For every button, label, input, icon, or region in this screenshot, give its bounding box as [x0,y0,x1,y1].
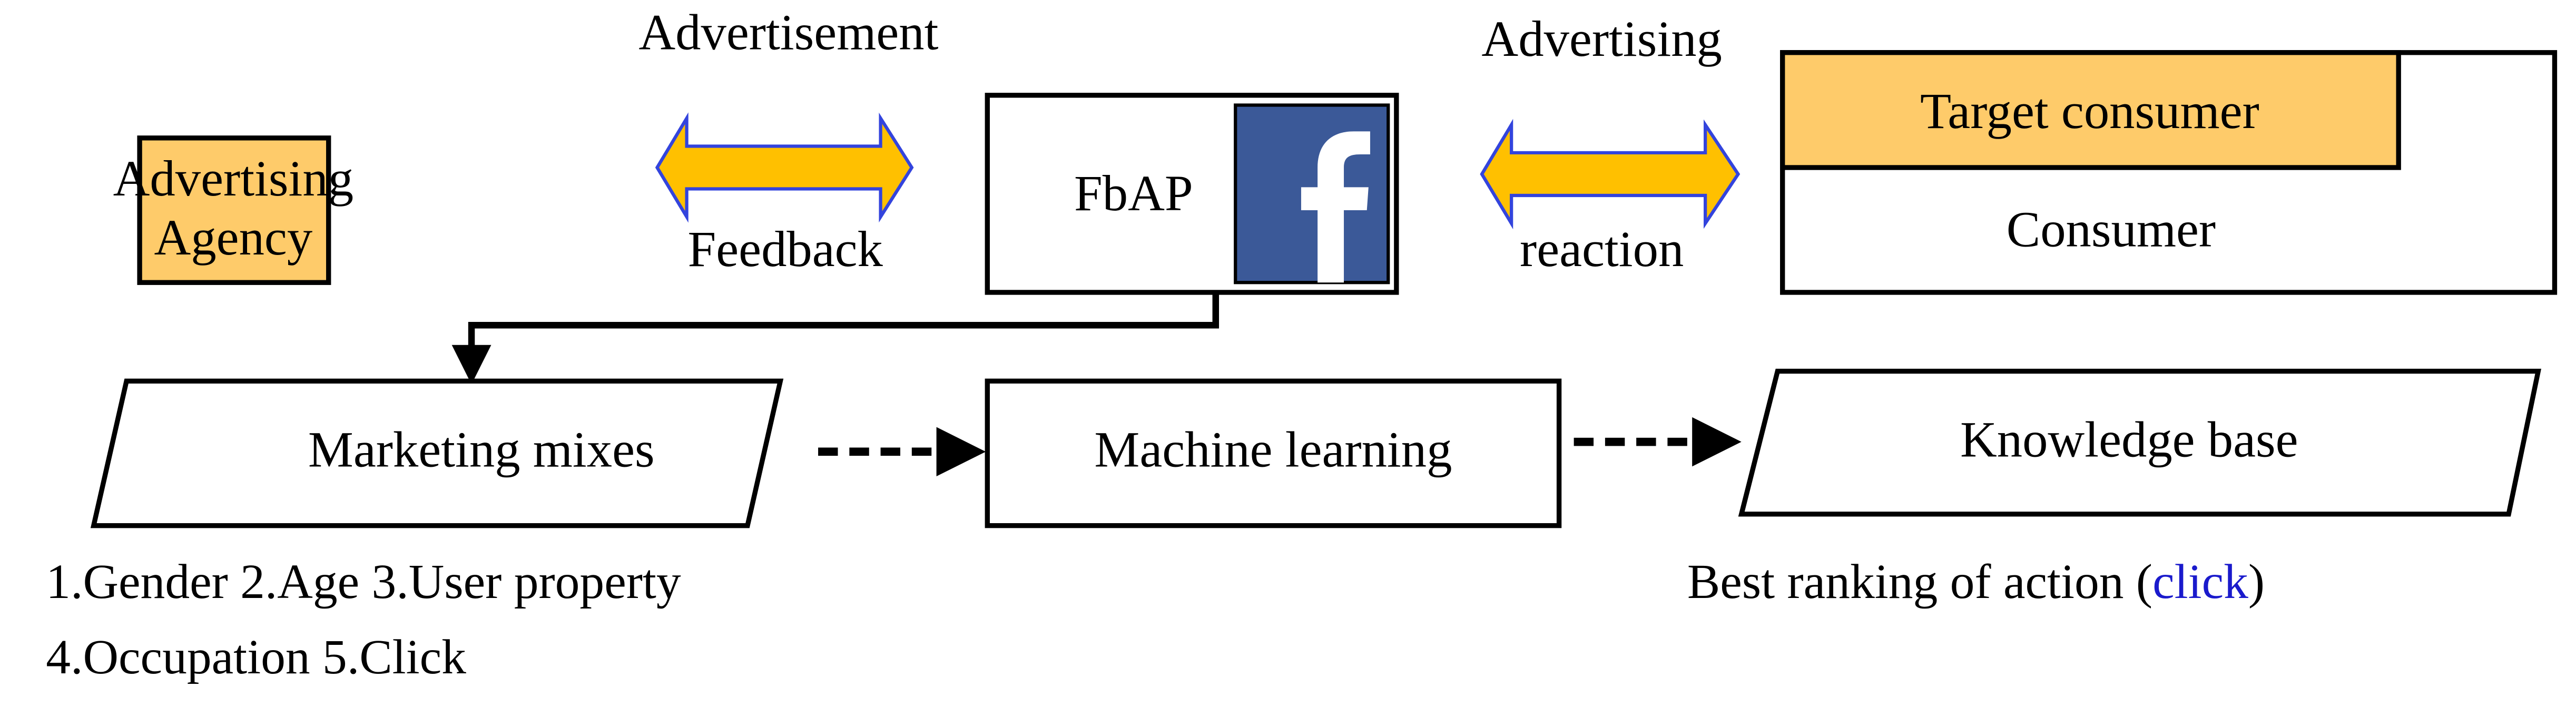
knowledge-base-label: Knowledge base [1960,411,2298,468]
fbap-label: FbAP [1074,165,1193,221]
agency-fbap-double-arrow [655,112,914,223]
marketing-mixes-label: Marketing mixes [308,421,655,477]
marketing-attributes-line-2: 4.Occupation 5.Click [46,630,466,684]
marketing-attributes-line-1: 1.Gender 2.Age 3.User property [46,555,681,609]
advertising-agency-label-2: Agency [154,209,313,266]
consumer-node: Target consumer Consumer [1780,50,2558,295]
machine-learning-label: Machine learning [1094,421,1452,477]
machine-learning-node: Machine learning [985,378,1562,528]
advertising-label: Advertising [1481,11,1722,67]
marketing-mixes-node: Marketing mixes [90,378,784,528]
consumer-label: Consumer [2007,201,2216,258]
knowledge-base-node: Knowledge base [1738,368,2542,517]
target-consumer-node [1780,50,2401,170]
advertising-agency-node: Advertising Agency [113,135,353,285]
best-ranking-suffix: ) [2248,555,2265,609]
target-consumer-label: Target consumer [1920,83,2259,139]
feedback-label: Feedback [688,221,883,277]
click-link[interactable]: click [2152,555,2248,609]
facebook-logo-icon [1234,103,1390,284]
best-ranking-note: Best ranking of action (click) [1687,555,2265,609]
best-ranking-prefix: Best ranking of action ( [1687,555,2152,609]
advertising-agency-label-1: Advertising [113,150,353,207]
fbap-node: FbAP [985,93,1399,295]
fbap-to-marketing-connector [451,292,1220,385]
advertisement-label: Advertisement [638,4,938,61]
reaction-label: reaction [1520,221,1684,277]
fbap-consumer-double-arrow [1480,119,1741,230]
